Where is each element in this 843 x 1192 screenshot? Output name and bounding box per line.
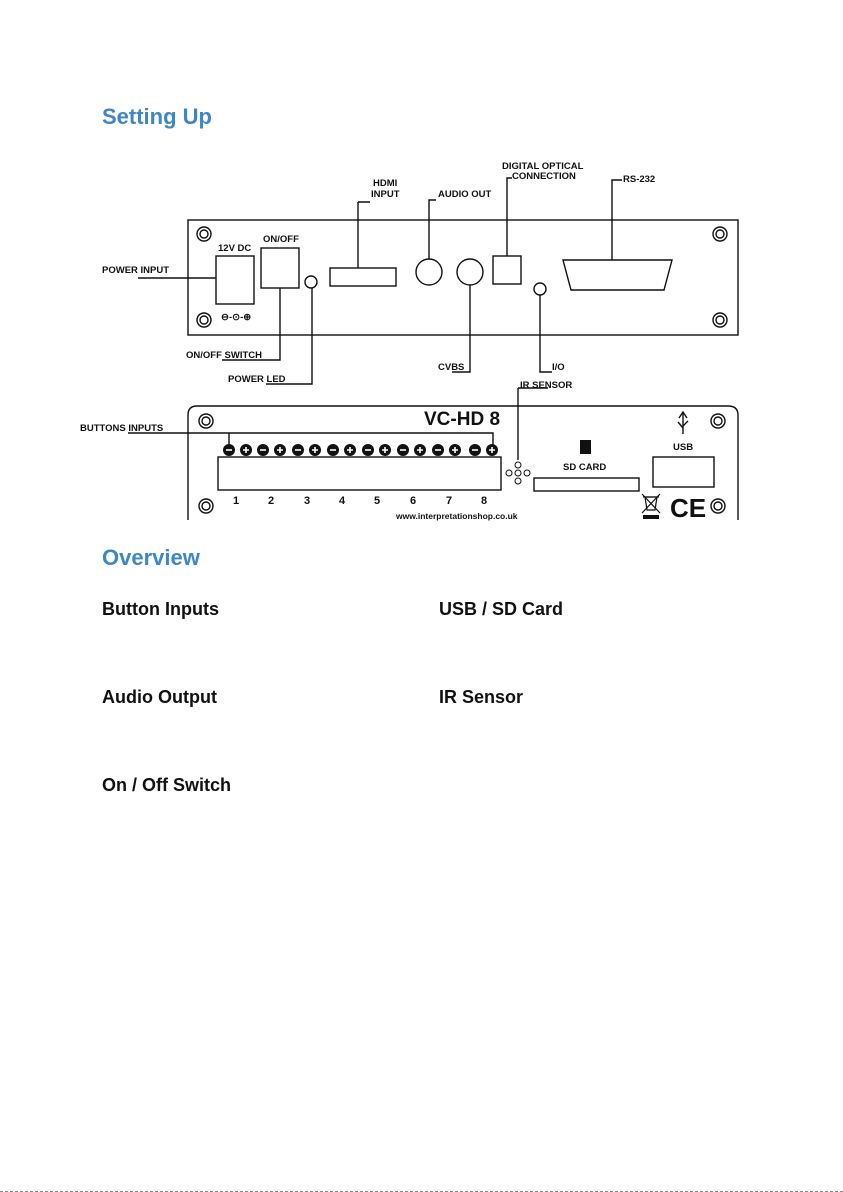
buttons-inputs-label: BUTTONS INPUTS (80, 423, 163, 434)
website-text: www.interpretationshop.co.uk (395, 511, 518, 521)
sd-card-label: SD CARD (563, 462, 606, 473)
button-number: 1 (233, 495, 239, 507)
terminal-pair-7 (432, 444, 461, 456)
terminal-pair-8 (469, 444, 498, 456)
sd-card-icon (580, 440, 591, 454)
dc-label: 12V DC (218, 243, 251, 254)
usb-sd-card-heading: USB / SD Card (439, 599, 563, 620)
hdmi-label-line1: HDMI (373, 178, 397, 189)
io-port (534, 283, 546, 295)
power-led-port (305, 276, 317, 288)
terminal-block (218, 457, 501, 490)
cvbs-port (457, 259, 483, 285)
power-input-label: POWER INPUT (102, 265, 169, 276)
power-led-label: POWER LED (228, 374, 286, 385)
audio-output-heading: Audio Output (102, 687, 217, 708)
usb-icon (678, 412, 688, 434)
polarity-symbol: ⊖-⊙-⊕ (221, 312, 251, 323)
usb-label: USB (673, 442, 693, 453)
on-off-label: ON/OFF (263, 234, 299, 245)
usb-port (653, 457, 714, 487)
button-number: 6 (410, 495, 416, 507)
button-number: 3 (304, 495, 310, 507)
dc-jack-port (216, 256, 254, 304)
setting-up-heading: Setting Up (102, 104, 212, 130)
terminal-pair-1 (223, 444, 252, 456)
ir-sensor-dots (506, 462, 530, 484)
button-number: 2 (268, 495, 274, 507)
optical-label-line2: CONNECTION (512, 171, 576, 182)
button-number: 4 (339, 495, 346, 507)
overview-heading: Overview (102, 545, 200, 571)
audio-out-port (416, 259, 442, 285)
rs232-label: RS-232 (623, 174, 655, 185)
model-name: VC-HD 8 (424, 409, 500, 430)
on-off-switch-heading: On / Off Switch (102, 775, 231, 796)
weee-bin-icon (642, 494, 660, 513)
terminal-pair-3 (292, 444, 321, 456)
ce-mark: CE (670, 493, 706, 523)
ir-sensor-heading: IR Sensor (439, 687, 523, 708)
audio-out-label: AUDIO OUT (438, 189, 492, 200)
ir-sensor-label: IR SENSOR (520, 380, 572, 391)
hdmi-label-line2: INPUT (371, 189, 400, 200)
rs232-port (563, 260, 672, 290)
on-off-switch-label: ON/OFF SWITCH (186, 350, 262, 361)
terminal-polarity-markers (223, 444, 498, 456)
button-number: 5 (374, 495, 380, 507)
button-number: 8 (481, 495, 487, 507)
sd-card-slot (534, 478, 639, 491)
cvbs-label: CVBS (438, 362, 464, 373)
terminal-pair-6 (397, 444, 426, 456)
terminal-pair-5 (362, 444, 391, 456)
io-label: I/O (552, 362, 565, 373)
on-off-switch-port (261, 248, 299, 288)
optical-port (493, 256, 521, 284)
terminal-pair-2 (257, 444, 286, 456)
terminal-pair-4 (327, 444, 356, 456)
button-inputs-heading: Button Inputs (102, 599, 219, 620)
hdmi-port (330, 268, 396, 286)
button-number: 7 (446, 495, 452, 507)
device-panel-diagram: CE POWER INPUT 12V DC ON/OFF ⊖-⊙-⊕ ON/OF… (0, 140, 843, 560)
